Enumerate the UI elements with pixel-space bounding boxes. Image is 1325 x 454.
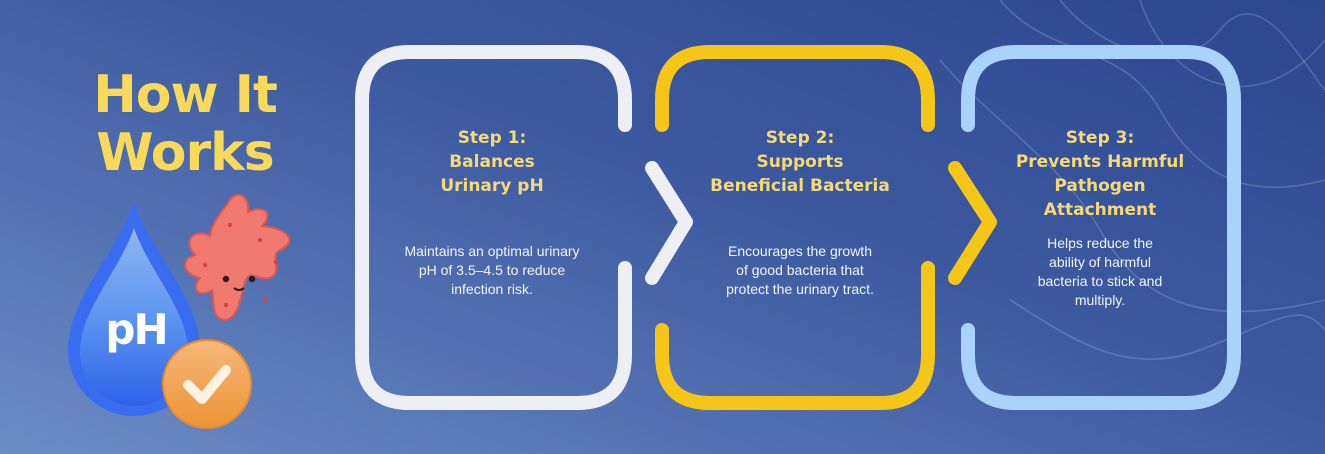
step-2-frame [655,45,997,410]
step-heading: Beneficial Bacteria [710,176,890,196]
title-line-2: Works [96,123,274,183]
step-heading: Pathogen [1054,176,1146,196]
step-label: Step 3: [1065,128,1135,148]
title-line-1: How It [93,65,278,125]
bacteria-icon [184,194,291,322]
step-1: Step 1: Balances Urinary pH Maintains an… [392,126,592,299]
step-description: Encourages the growth of good bacteria t… [726,243,874,297]
step-description: Helps reduce the ability of harmful bact… [1037,235,1163,308]
step-description: Maintains an optimal urinary pH of 3.5–4… [404,243,580,297]
checkmark-badge-icon [162,339,252,429]
water-drop-icon [68,202,200,416]
step-title: Step 1: Balances Urinary pH [392,126,592,198]
step-title: Step 3: Prevents Harmful Pathogen Attach… [1000,126,1200,222]
step-1-frame [355,45,693,410]
step-heading: Urinary pH [440,176,544,196]
arrow-right-icon [645,161,693,285]
step-title: Step 2: Supports Beneficial Bacteria [695,126,905,198]
step-3: Step 3: Prevents Harmful Pathogen Attach… [1000,126,1200,310]
step-heading: Supports [756,152,844,172]
step-heading: Prevents Harmful [1015,152,1185,172]
step-heading: Attachment [1043,200,1157,220]
step-heading: Balances [449,152,535,172]
step-label: Step 2: [765,128,835,148]
arrow-right-icon [948,161,997,285]
step-2: Step 2: Supports Beneficial Bacteria Enc… [695,126,905,299]
ph-label: pH [105,305,168,354]
step-3-frame [961,45,1241,410]
step-label: Step 1: [457,128,527,148]
page-title: How It Works [60,66,310,182]
